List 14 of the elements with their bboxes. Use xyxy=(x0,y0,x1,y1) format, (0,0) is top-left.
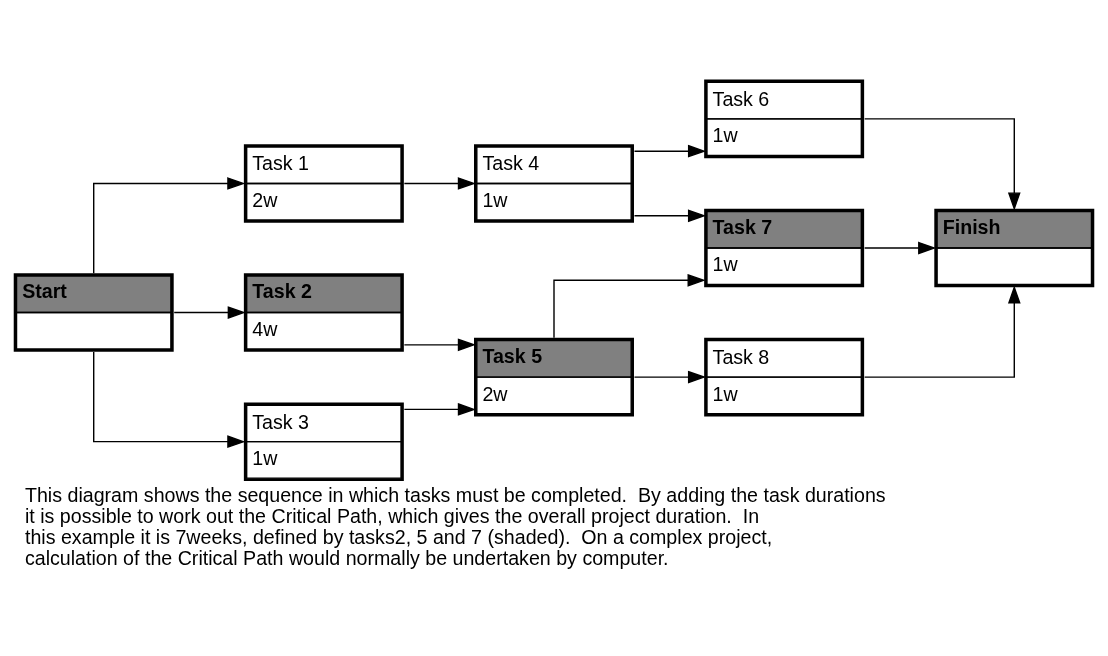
arrow xyxy=(633,209,707,223)
arrow xyxy=(633,370,707,384)
arrow xyxy=(93,351,246,449)
arrow xyxy=(403,403,477,416)
arrow xyxy=(633,144,707,158)
arrow xyxy=(863,118,1021,211)
arrow xyxy=(553,273,706,339)
arrow xyxy=(173,306,246,319)
arrow xyxy=(403,177,477,190)
arrow xyxy=(403,338,477,352)
arrow xyxy=(93,177,246,274)
arrow xyxy=(863,241,937,255)
arrow xyxy=(863,285,1021,378)
caption: This diagram shows the sequence in which tasks must be completed. By adding the task durations it is possible to work out the Critical Path, which gives the overall project duration. In this example it is 7weeks, defined by tasks2, 5 and 7 (shaded). On a complex project, calculation of the Critical Path would normally be undertaken by computer. xyxy=(24,484,886,570)
